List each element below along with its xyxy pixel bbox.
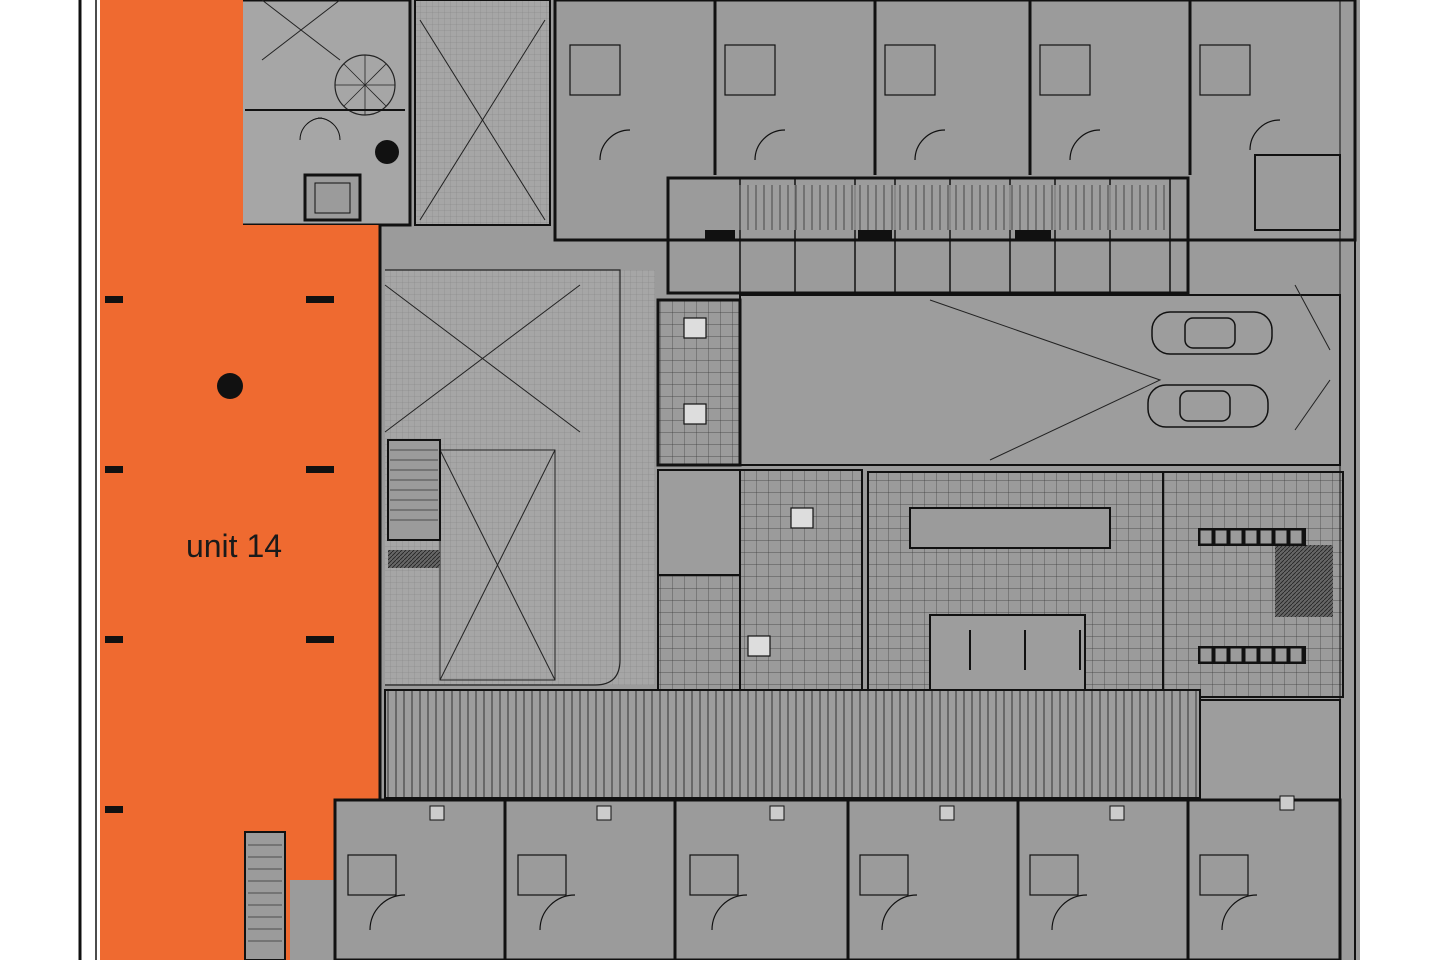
unit-14-area[interactable]: unit 14 bbox=[78, 0, 382, 960]
column-icon bbox=[375, 140, 399, 164]
column-icon bbox=[217, 373, 243, 399]
car-icon bbox=[1151, 311, 1273, 355]
spiral-staircase bbox=[245, 0, 405, 222]
entrance-staircase bbox=[244, 831, 286, 960]
upper-apartments bbox=[553, 0, 1357, 242]
storage-row bbox=[666, 176, 1190, 295]
parking-area bbox=[739, 284, 1341, 466]
bicycle-icon bbox=[683, 317, 814, 657]
bike-storage bbox=[656, 298, 863, 691]
courtyard bbox=[384, 269, 655, 686]
unit-label: unit 14 bbox=[186, 528, 282, 564]
shaft bbox=[419, 19, 546, 221]
lobby bbox=[867, 471, 1344, 698]
car-icon bbox=[1147, 384, 1269, 428]
walkway bbox=[384, 689, 1341, 801]
